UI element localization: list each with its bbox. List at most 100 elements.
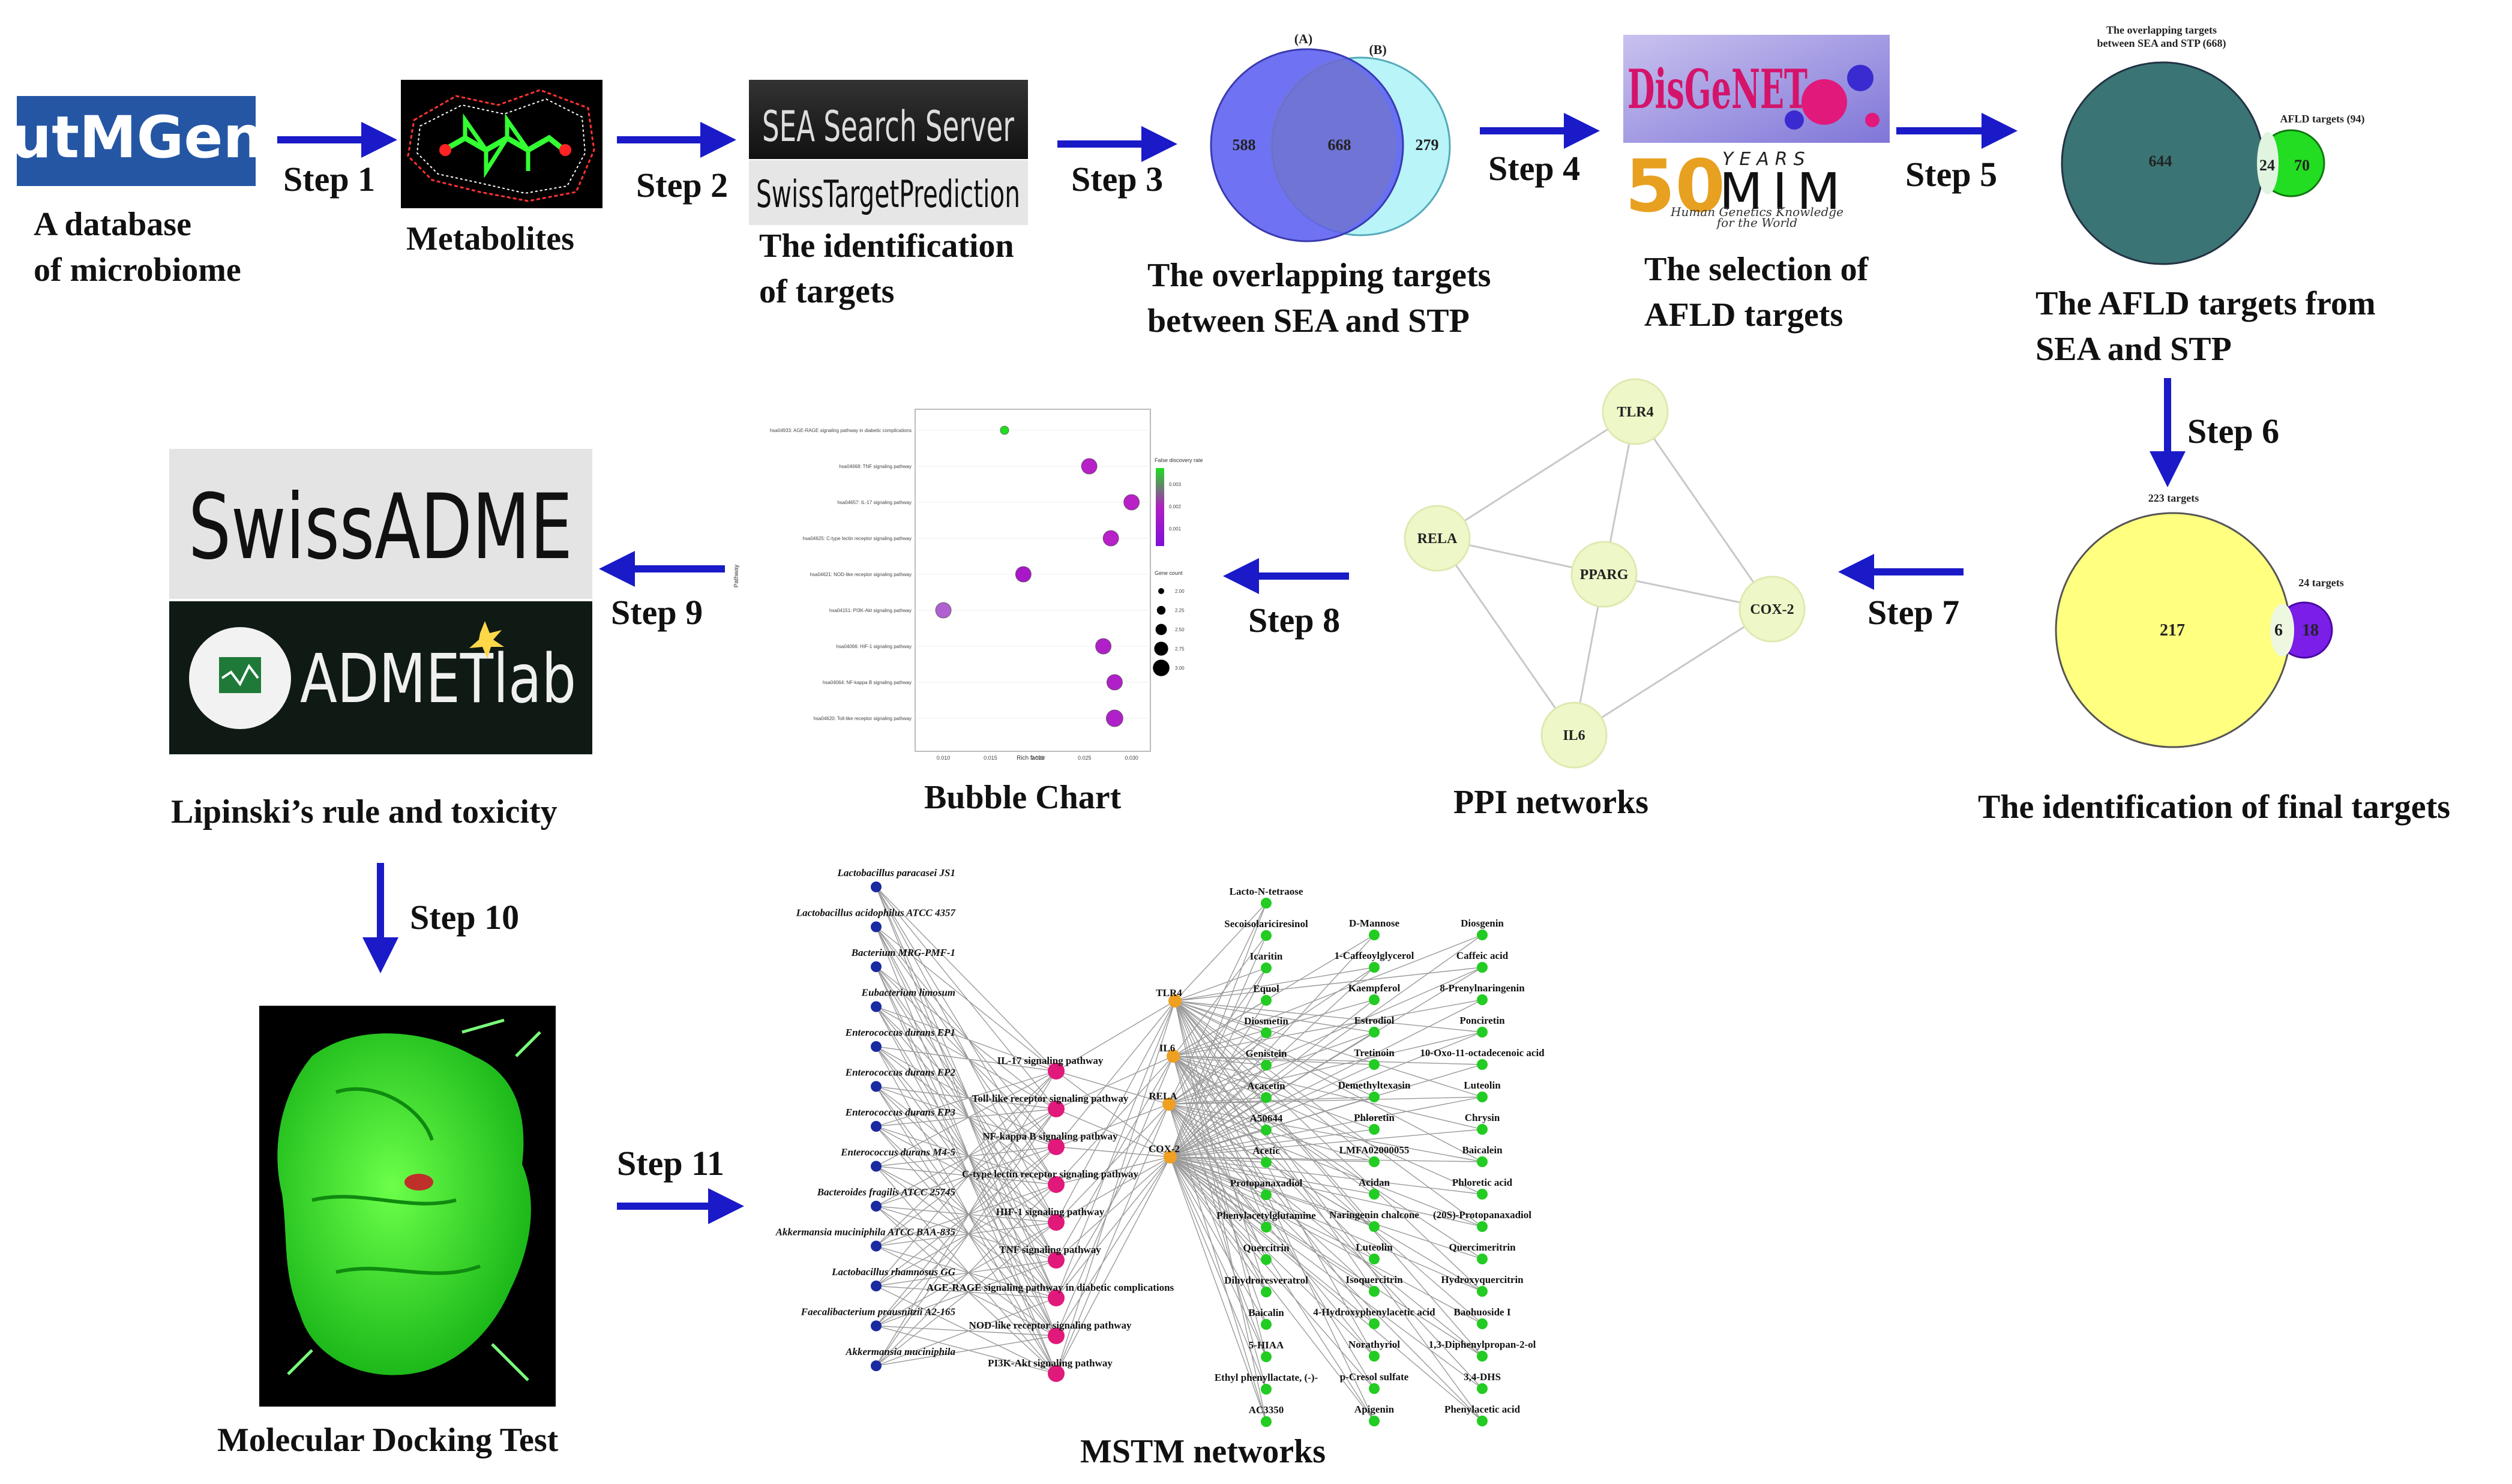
mstm-edge (876, 1222, 1057, 1366)
mstm-node-label: 3,4-DHS (1464, 1371, 1501, 1383)
mstm-edge (1173, 1056, 1375, 1324)
bubble-ylabel: Pathway (733, 565, 740, 587)
ppi-node-label: TLR4 (1617, 404, 1653, 420)
mstm-node (1261, 1092, 1272, 1103)
mstm-edge (1170, 1156, 1267, 1195)
mstm-node-label: NF-kappa B signaling pathway (982, 1131, 1118, 1142)
mstm-node-label: p-Cresol sulfate (1340, 1371, 1409, 1383)
mstm-node (1477, 1156, 1488, 1167)
mstm-node-label: Toll-like receptor signaling pathway (972, 1093, 1129, 1104)
venn-label-a: (A) (1294, 31, 1313, 46)
mstm-node-label: Akkermansia muciniphila ATCC BAA-835 (775, 1227, 956, 1238)
mstm-edge (1170, 1156, 1375, 1422)
bubble-point (1095, 638, 1111, 655)
mstm-node (1261, 1157, 1272, 1168)
mstm-edge (876, 1006, 1057, 1223)
ppi-node-label: COX-2 (1750, 602, 1794, 617)
mstm-node (1369, 1156, 1380, 1167)
mstm-edge (1170, 1156, 1267, 1357)
bubble-legend-fdr-title: False discovery rate (1155, 457, 1203, 463)
ppi-node (1404, 505, 1471, 572)
mstm-node (1261, 1384, 1272, 1395)
mstm-node (1369, 1221, 1380, 1232)
bubble-pathway-label: hsa04621: NOD-like receptor signaling pa… (810, 572, 912, 577)
bubble-xtick: 0.010 (937, 755, 951, 761)
step-11-label: Step 11 (617, 1144, 724, 1183)
mstm-edge (1170, 935, 1267, 1158)
mstm-node (1168, 994, 1182, 1008)
venn-final-targets: 223 targets 24 targets 217 6 18 (2055, 492, 2344, 748)
sea-swisstarget-logos: SEA Search Server SwissTargetPrediction (749, 80, 1028, 225)
bubble-legend-size-title: Gene count (1155, 570, 1183, 576)
caption-ppi: PPI networks (1453, 784, 1648, 821)
mstm-node (1477, 1351, 1488, 1362)
caption-gutmgene-1: A database (34, 206, 191, 243)
mstm-edge (1170, 967, 1375, 1158)
mstm-node (1477, 1124, 1488, 1135)
mstm-edge (876, 886, 1057, 1185)
mstm-node-label: Naringenin chalcone (1329, 1209, 1419, 1221)
omim-tagline-2: for the World (1716, 215, 1797, 230)
mstm-node-label: Diosgenin (1461, 918, 1504, 929)
mstm-edge (876, 1166, 1057, 1374)
bubble-legend-size-tick: 3.00 (1175, 665, 1185, 671)
mstm-edge (1168, 1104, 1375, 1422)
mstm-edge (1056, 1000, 1176, 1374)
mstm-node-label: Acetic (1252, 1145, 1280, 1156)
caption-afld-from-2: SEA and STP (2036, 331, 2232, 368)
mstm-edge (876, 966, 1057, 1147)
mstm-node-label: D-Mannose (1349, 918, 1400, 929)
mstm-node-label: C-type lectin receptor signaling pathway (962, 1168, 1139, 1180)
venn-afld-both-count: 24 (2259, 157, 2275, 174)
caption-overlap-2: between SEA and STP (1147, 302, 1470, 340)
caption-afld-selection-2: AFLD targets (1644, 296, 1843, 334)
bubble-legend-fdr-bar (1156, 468, 1164, 546)
mstm-edge (876, 1046, 1057, 1261)
sea-logo-text: SEA Search Server (762, 102, 1014, 151)
mstm-edge (1174, 1000, 1483, 1292)
mstm-edge (876, 886, 1057, 1299)
mstm-edge (1170, 1032, 1267, 1158)
mstm-node-label: Lactobacillus acidophilus ATCC 4357 (796, 907, 957, 919)
step-7-label: Step 7 (1867, 593, 1959, 632)
mstm-node (1477, 1059, 1488, 1070)
step-1-label: Step 1 (283, 160, 375, 199)
mstm-edge (876, 1046, 1057, 1374)
venn-final-right-count: 18 (2302, 621, 2319, 640)
mstm-node-label: 1,3-Diphenylpropan-2-ol (1429, 1339, 1536, 1350)
mstm-edge (1173, 1056, 1483, 1389)
mstm-node-label: Equol (1253, 983, 1279, 994)
venn-afld-right-title: AFLD targets (94) (2280, 113, 2365, 125)
mstm-edge (876, 1086, 1057, 1147)
mstm-edge (876, 1206, 1057, 1261)
caption-final-targets: The identification of final targets (1978, 789, 2450, 826)
ppi-node-label: RELA (1417, 531, 1458, 547)
caption-ident-targets-1: The identification (759, 227, 1014, 265)
venn-afld-left-count: 644 (2149, 152, 2172, 170)
mstm-node (1369, 1124, 1380, 1135)
mstm-edge (876, 1126, 1057, 1223)
mstm-node (871, 1360, 882, 1371)
mstm-edge (1173, 999, 1483, 1057)
mstm-edge (876, 926, 1057, 1072)
mstm-edge (876, 927, 1057, 1185)
mstm-node-label: Diosmetin (1244, 1015, 1288, 1027)
mstm-edge (876, 966, 1057, 1110)
venn-final-both-count: 6 (2274, 621, 2283, 640)
mstm-edge (876, 1325, 1057, 1374)
mstm-node (871, 1161, 882, 1172)
mstm-edge (876, 927, 1057, 1261)
caption-docking: Molecular Docking Test (217, 1422, 559, 1459)
bubble-legend-size-dot (1158, 588, 1164, 594)
mstm-node (1369, 994, 1380, 1005)
bubble-legend-size-dot (1153, 659, 1170, 676)
mstm-node-label: COX-2 (1149, 1143, 1180, 1155)
mstm-edge (876, 1126, 1057, 1336)
mstm-node (1477, 1189, 1488, 1200)
mstm-node-label: Lactobacillus paracasei JS1 (837, 867, 955, 879)
mstm-edge (1173, 999, 1375, 1057)
bubble-chart: hsa04933: AGE-RAGE signaling pathway in … (733, 409, 1203, 762)
swissadme-admetlab-logos: SwissADME ADMETlab (169, 449, 592, 754)
mstm-node-label: Luteolin (1464, 1080, 1501, 1091)
mstm-node-label: Kaempferol (1348, 982, 1401, 994)
